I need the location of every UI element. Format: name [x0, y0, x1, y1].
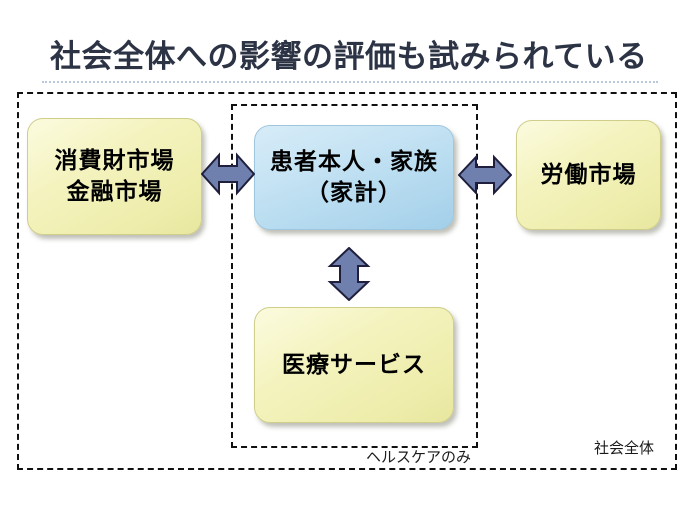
box-medical-services[interactable]: 医療サービス [254, 307, 454, 423]
box-center-line2: （家計） [306, 179, 402, 206]
double-arrow-horizontal-right-icon [458, 150, 512, 200]
box-patient-family-household[interactable]: 患者本人・家族 （家計） [254, 125, 454, 230]
frame-healthcare-only [231, 104, 478, 448]
frame-society-wide [17, 92, 677, 470]
box-center-line1: 患者本人・家族 [270, 149, 438, 176]
page-title: 社会全体への影響の評価も試みられている [50, 39, 648, 75]
title-underline-rule [42, 81, 658, 83]
box-consumer-financial-markets[interactable]: 消費財市場 金融市場 [27, 118, 202, 235]
double-arrow-vertical-icon [325, 247, 373, 301]
box-left-line2: 金融市場 [66, 178, 163, 205]
caption-healthcare-only: ヘルスケアのみ [366, 448, 472, 466]
box-right-line1: 労働市場 [540, 161, 637, 188]
box-bottom-line1: 医療サービス [282, 351, 426, 378]
box-labor-market[interactable]: 労働市場 [516, 120, 661, 230]
caption-society-wide: 社会全体 [594, 439, 655, 457]
box-left-line1: 消費財市場 [54, 148, 175, 175]
double-arrow-horizontal-left-icon [201, 148, 255, 200]
